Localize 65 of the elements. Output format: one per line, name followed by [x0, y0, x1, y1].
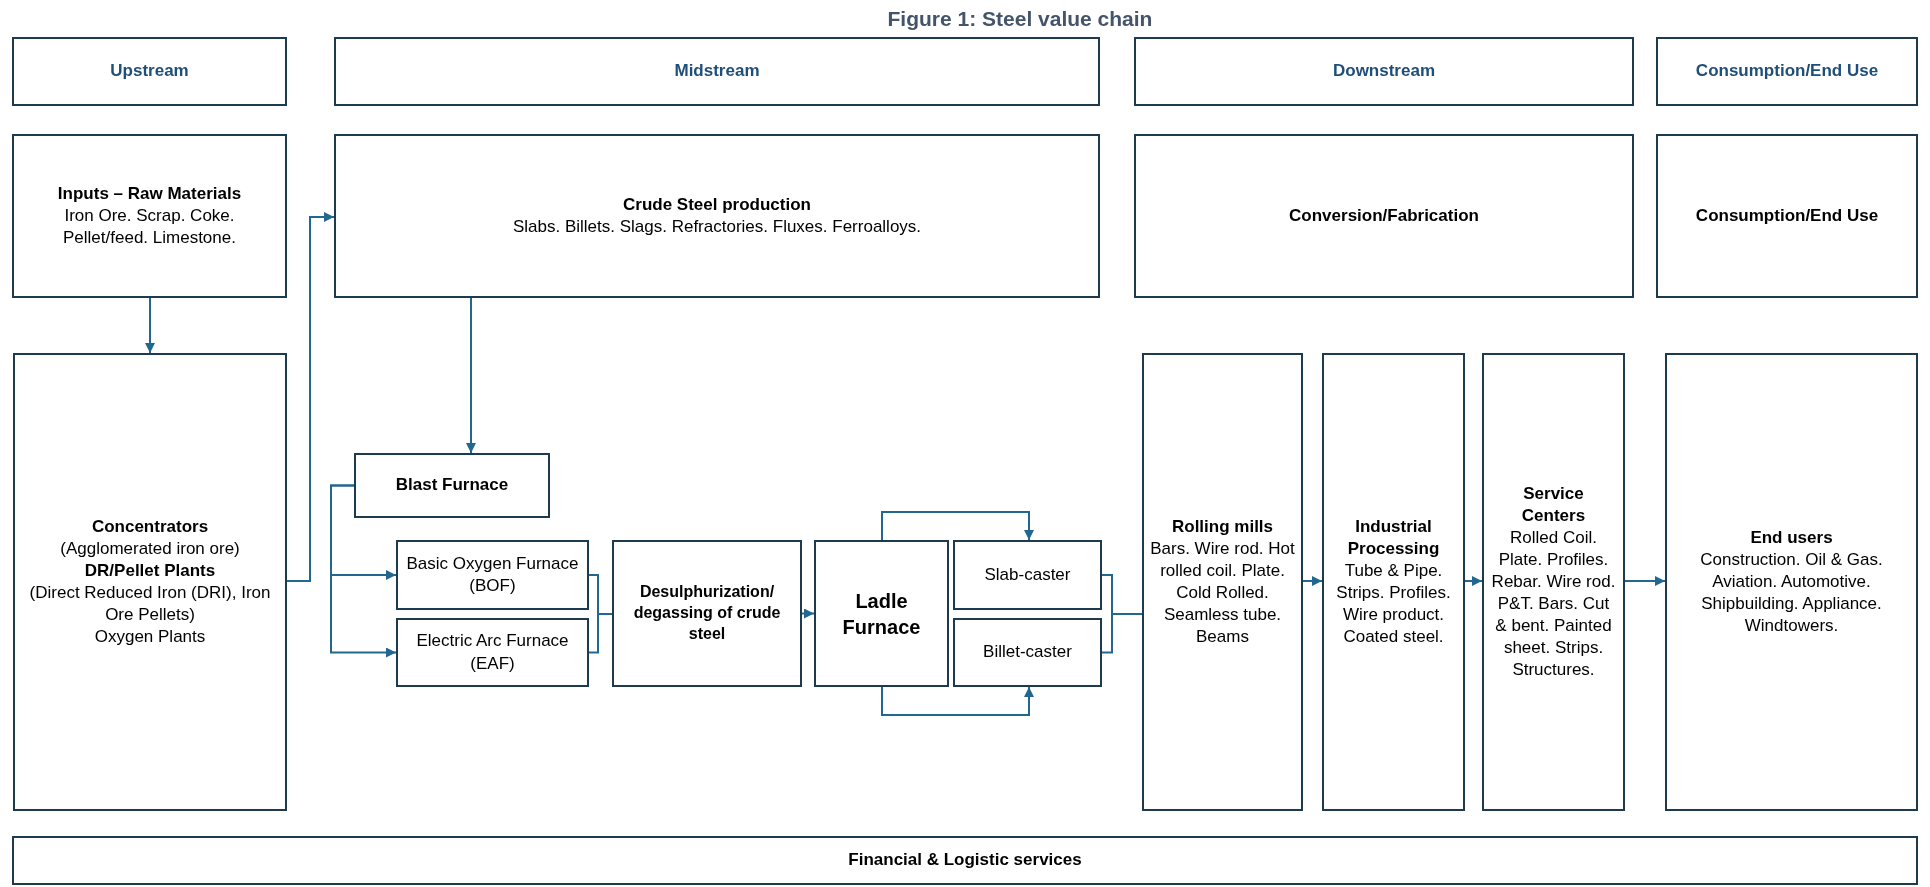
box-heading: Ladle Furnace [841, 588, 922, 640]
arrow [145, 297, 155, 354]
process-box [1656, 134, 1918, 298]
process-box [1142, 353, 1303, 811]
box-text: Slab-caster [984, 563, 1071, 586]
box-heading: Consumption/End Use [1695, 204, 1879, 227]
box-text: Construction. Oil & Gas. Aviation. Automotive. Shipbuilding. Appliance. Windtowers. [1699, 548, 1884, 638]
box-heading: Rolling mills [1171, 515, 1274, 538]
box-text: Slabs. Billets. Slags. Refractories. Fluxes. Ferroalloys. [512, 216, 922, 238]
figure-title: Figure 1: Steel value chain [886, 6, 1154, 32]
process-box [953, 540, 1102, 610]
process-box [612, 540, 802, 687]
box-heading: End users [1750, 526, 1833, 549]
box-text: Basic Oxygen Furnace (BOF) [405, 552, 580, 597]
process-box [953, 618, 1102, 687]
process-box [13, 353, 287, 811]
process-box [12, 836, 1918, 885]
box-heading: DR/Pellet Plants [84, 559, 216, 582]
box-heading: Conversion/Fabrication [1289, 204, 1479, 227]
process-box [396, 540, 589, 610]
box-heading: Desulphurization/ degassing of crude steel [632, 582, 782, 644]
box-text: Iron Ore. Scrap. Coke. Pellet/feed. Limestone. [62, 204, 237, 250]
box-text: Billet-caster [983, 641, 1072, 664]
arrow [881, 686, 1034, 716]
process-box [334, 134, 1100, 298]
process-box [1322, 353, 1465, 811]
process-box [396, 618, 589, 687]
box-heading: Blast Furnace [395, 474, 509, 497]
arrow [330, 484, 397, 658]
box-heading: Crude Steel production [623, 193, 811, 216]
arrow [881, 511, 1034, 541]
process-box [814, 540, 949, 687]
box-text: (Agglomerated iron ore) [60, 537, 240, 560]
process-box [354, 453, 550, 518]
stage-title: Consumption/End Use [1695, 60, 1879, 83]
box-text: Bars. Wire rod. Hot rolled coil. Plate. Cold Rolled. Seamless tube. Beams [1150, 537, 1295, 649]
box-text: Rolled Coil. Plate. Profiles. Rebar. Wire rod. P&T. Bars. Cut & bent. Painted sheet. Strips. Structures. [1490, 526, 1617, 682]
box-heading: Service Centers [1520, 482, 1587, 527]
arrow [801, 608, 815, 619]
process-box [12, 134, 287, 298]
box-heading: Concentrators [91, 515, 209, 538]
box-text: Tube & Pipe. Strips. Profiles. Wire product. Coated steel. [1335, 559, 1452, 649]
arrow [1302, 576, 1323, 586]
box-text: Electric Arc Furnace (EAF) [415, 630, 570, 675]
stage-title: Upstream [110, 60, 189, 83]
stage-header [1134, 37, 1634, 106]
box-text: Oxygen Plants [94, 626, 206, 649]
box-heading: Inputs – Raw Materials [57, 182, 242, 205]
box-heading: Industrial Processing [1346, 515, 1441, 560]
connector-line [588, 613, 613, 654]
arrow [1624, 576, 1666, 586]
connector-line [1101, 613, 1143, 654]
process-box [1134, 134, 1634, 298]
stage-header [12, 37, 287, 106]
stage-header [1656, 37, 1918, 106]
box-text: (Direct Reduced Iron (DRI), Iron Ore Pellets) [28, 582, 272, 627]
stage-header [334, 37, 1100, 106]
stage-title: Midstream [674, 60, 760, 83]
box-heading: Financial & Logistic services [848, 849, 1082, 872]
process-box [1665, 353, 1918, 811]
stage-title: Downstream [1333, 60, 1435, 83]
arrow [466, 297, 476, 454]
arrow [1464, 576, 1483, 586]
process-box [1482, 353, 1625, 811]
arrow [286, 212, 335, 582]
